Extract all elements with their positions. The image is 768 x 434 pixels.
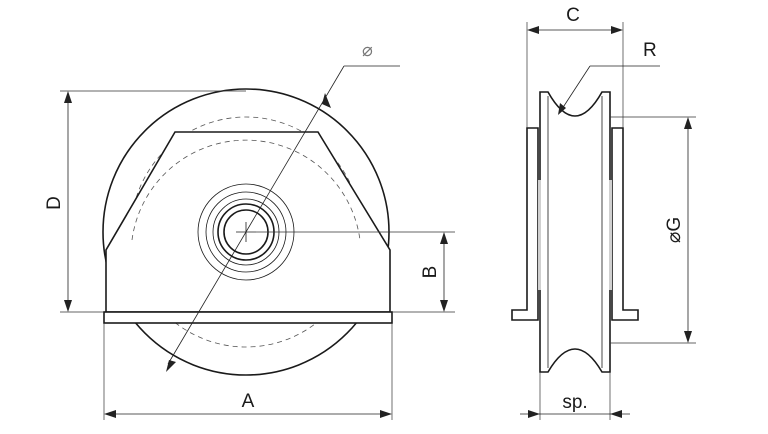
sp-arrow-right [610,410,622,418]
wheel-side-body [539,91,611,373]
c-arrow-right [611,26,623,34]
a-arrow-right [380,410,392,418]
b-label: B [420,266,441,279]
diameter-arrow-bottom [166,360,176,372]
d-arrow-bottom [64,300,72,312]
left-bracket [511,127,539,321]
bracket-base-bar [103,311,393,324]
front-view: ⌀ D B A [44,40,455,420]
r-leader [559,65,591,113]
sp-arrow-left [528,410,540,418]
b-arrow-top [440,232,448,244]
g-label: ⌀G [664,217,685,243]
hub-shade-left [538,180,541,290]
g-arrow-bottom [684,331,692,343]
a-arrow-left [104,410,116,418]
d-arrow-top [64,91,72,103]
diameter-arrow-top [322,93,331,108]
hub-shade-right [609,180,612,290]
a-label: A [242,391,255,412]
r-label: R [643,40,657,61]
d-label: D [44,196,65,210]
diameter-leader [167,65,345,365]
b-arrow-bottom [440,300,448,312]
c-label: C [566,5,580,26]
side-view: C R ⌀G sp. [511,5,696,420]
g-arrow-top [684,117,692,129]
wheel-hidden-arc [131,139,361,241]
diameter-label: ⌀ [362,40,373,61]
sp-label: sp. [562,392,587,413]
right-bracket [611,127,639,321]
bracket-plate [105,131,391,313]
c-arrow-left [527,26,539,34]
r-arrow [558,103,566,115]
